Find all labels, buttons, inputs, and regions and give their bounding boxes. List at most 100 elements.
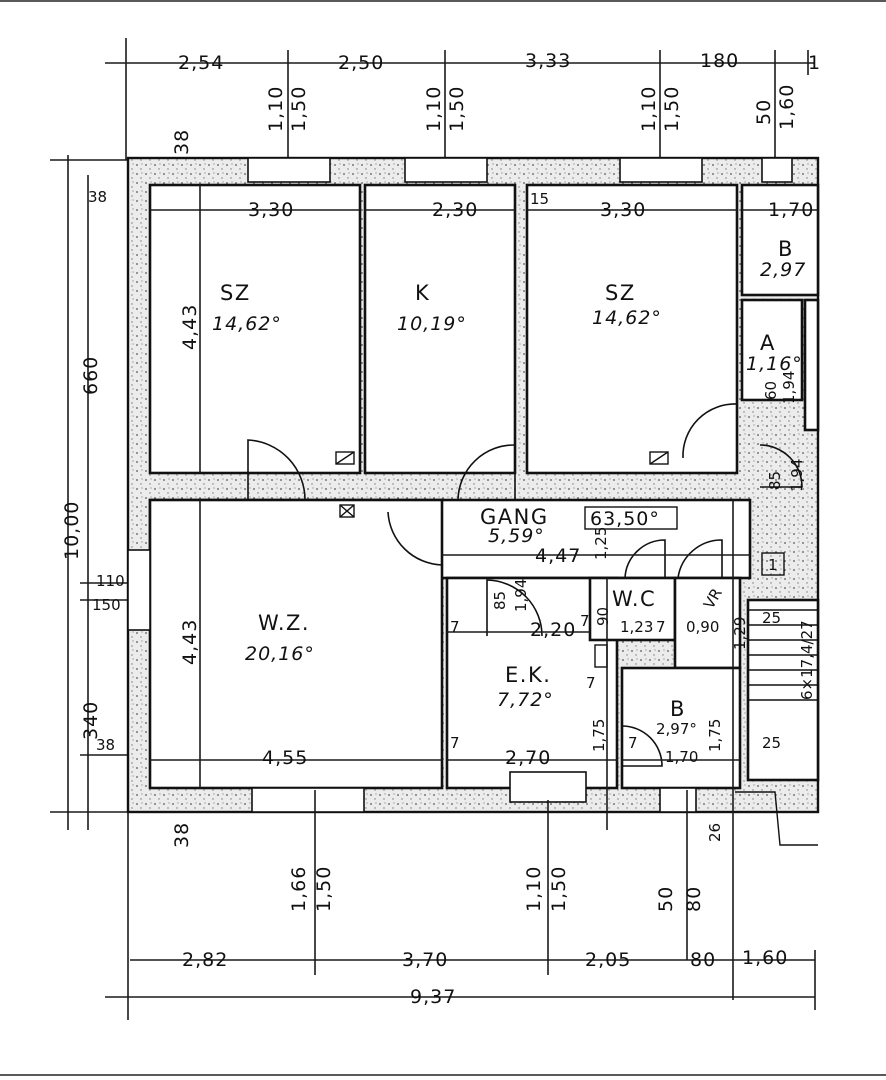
room-a2-area — [803, 298, 820, 432]
dim-win-h-2: 1,50 — [446, 86, 468, 132]
dim-left-window-h: 150 — [92, 596, 121, 614]
room-gang-area-value: 5,59° — [488, 525, 545, 547]
room-vr-area-value: 0,90 — [686, 618, 719, 636]
window-top-3 — [619, 157, 703, 183]
dim-85a: 85 — [491, 591, 509, 610]
badge-box — [761, 552, 785, 576]
dim-top-3: 3,33 — [525, 50, 571, 72]
dim-win-w-2: 1,10 — [423, 86, 445, 132]
dim-25b: 25 — [762, 734, 781, 752]
dim-win-h-4: 1,60 — [776, 84, 798, 130]
staircase — [748, 609, 818, 701]
room-ek-area — [445, 576, 619, 790]
dim-a-small: 60 — [762, 381, 780, 400]
dim-7d: 7 — [586, 674, 596, 692]
room-gang-name: GANG — [480, 505, 549, 529]
dim-bwin-h-1: 1,50 — [313, 866, 335, 912]
dim-bottom-3: 2,05 — [585, 949, 631, 971]
dim-175b: 1,75 — [706, 719, 724, 752]
dim-194b: 1,94 — [788, 459, 806, 492]
entry-step — [735, 791, 818, 846]
dim-90: 90 — [594, 607, 612, 626]
badge-number: 1 — [768, 556, 778, 574]
dim-125: 1,25 — [592, 527, 610, 560]
dim-top-5: 1 — [808, 52, 821, 74]
dim-overall-bottom: 9,37 — [410, 986, 456, 1008]
room-a-name: A — [760, 331, 776, 355]
dim-left-total: 10,00 — [61, 501, 83, 560]
dim-b2-width: 1,70 — [665, 748, 698, 766]
dim-bwin-h-2: 1,50 — [548, 866, 570, 912]
dim-left-wall-top: 38 — [171, 129, 193, 155]
dim-b1-width: 1,70 — [768, 199, 814, 221]
room-sz1-area-value: 14,62° — [212, 313, 282, 335]
vent-symbols — [335, 451, 669, 668]
window-bottom-1 — [251, 787, 365, 813]
room-wc-area-value: 1,23 — [620, 618, 653, 636]
room-b2-area — [620, 666, 742, 790]
dim-sz1-height: 4,43 — [179, 304, 201, 350]
door-ek — [486, 579, 543, 637]
dim-win-w-1: 1,10 — [265, 86, 287, 132]
room-b2-name: B — [670, 697, 686, 721]
dim-bottom-wall: 38 — [171, 822, 193, 848]
door-sz1 — [247, 439, 306, 501]
window-left-1 — [127, 549, 151, 631]
dim-26: 26 — [706, 823, 724, 842]
dim-7e: 7 — [450, 734, 460, 752]
room-a-area — [740, 298, 804, 402]
dim-sz1-width: 3,30 — [248, 199, 294, 221]
room-ek-name: E.K. — [505, 663, 551, 687]
dim-175a: 1,75 — [590, 719, 608, 752]
dim-bwin-w-3: 50 — [655, 886, 677, 912]
room-vr-area — [673, 576, 742, 670]
dim-left-lower: 340 — [80, 701, 102, 740]
dim-129: 1,29 — [731, 617, 749, 650]
room-wz-name: W.Z. — [258, 611, 310, 635]
dim-top-4: 180 — [700, 50, 739, 72]
dim-7a: 7 — [450, 618, 460, 636]
room-a-area-value: 1,16° — [746, 353, 803, 375]
door-entry — [759, 444, 803, 488]
room-k-area — [363, 183, 517, 475]
dim-bottom-4: 80 — [690, 949, 716, 971]
dim-win-h-3: 1,50 — [661, 86, 683, 132]
bottom-window-dims: 1,66 1,50 1,10 1,50 50 80 — [288, 866, 705, 912]
room-wz-area-value: 20,16° — [245, 643, 315, 665]
room-k-name: K — [415, 281, 430, 305]
total-area-box — [584, 506, 678, 530]
room-wz-area — [148, 498, 444, 790]
room-b2-area-value: 2,97° — [656, 720, 697, 738]
room-b1-area-value: 2,97 — [760, 259, 806, 281]
room-wc-name: W.C — [612, 587, 656, 611]
door-b2 — [621, 725, 663, 767]
door-k — [457, 444, 516, 501]
dim-wz-height: 4,43 — [179, 619, 201, 665]
dim-bottom-1: 2,82 — [182, 949, 228, 971]
door-sz2 — [682, 403, 738, 459]
dim-bwin-w-1: 1,66 — [288, 866, 310, 912]
room-stair-area — [746, 598, 820, 782]
dim-bottom-2: 3,70 — [402, 949, 448, 971]
room-sz2-name: SZ — [605, 281, 636, 305]
dim-top-1: 2,54 — [178, 52, 224, 74]
dim-win-w-3: 1,10 — [638, 86, 660, 132]
dim-bwin-h-3: 80 — [683, 886, 705, 912]
door-vr — [677, 539, 723, 579]
door-wc — [624, 539, 666, 579]
window-bottom-3 — [659, 787, 697, 813]
dim-bottom-5: 1,60 — [742, 947, 788, 969]
top-window-dims: 1,10 1,50 1,10 1,50 1,10 1,50 50 1,60 — [265, 84, 798, 132]
dim-194a: 1,94 — [512, 579, 530, 612]
dim-bwin-w-2: 1,10 — [523, 866, 545, 912]
dim-gang-width: 4,47 — [535, 545, 581, 567]
dim-25a: 25 — [762, 609, 781, 627]
dim-stairs: 6×17,4/27 — [798, 620, 816, 700]
bottom-dimension-chain — [105, 790, 816, 1020]
door-wz — [387, 511, 443, 566]
dim-7f: 7 — [628, 734, 638, 752]
dim-wz-width: 4,55 — [262, 747, 308, 769]
dim-top-2: 2,50 — [338, 52, 384, 74]
dim-sz2-width: 3,30 — [600, 199, 646, 221]
